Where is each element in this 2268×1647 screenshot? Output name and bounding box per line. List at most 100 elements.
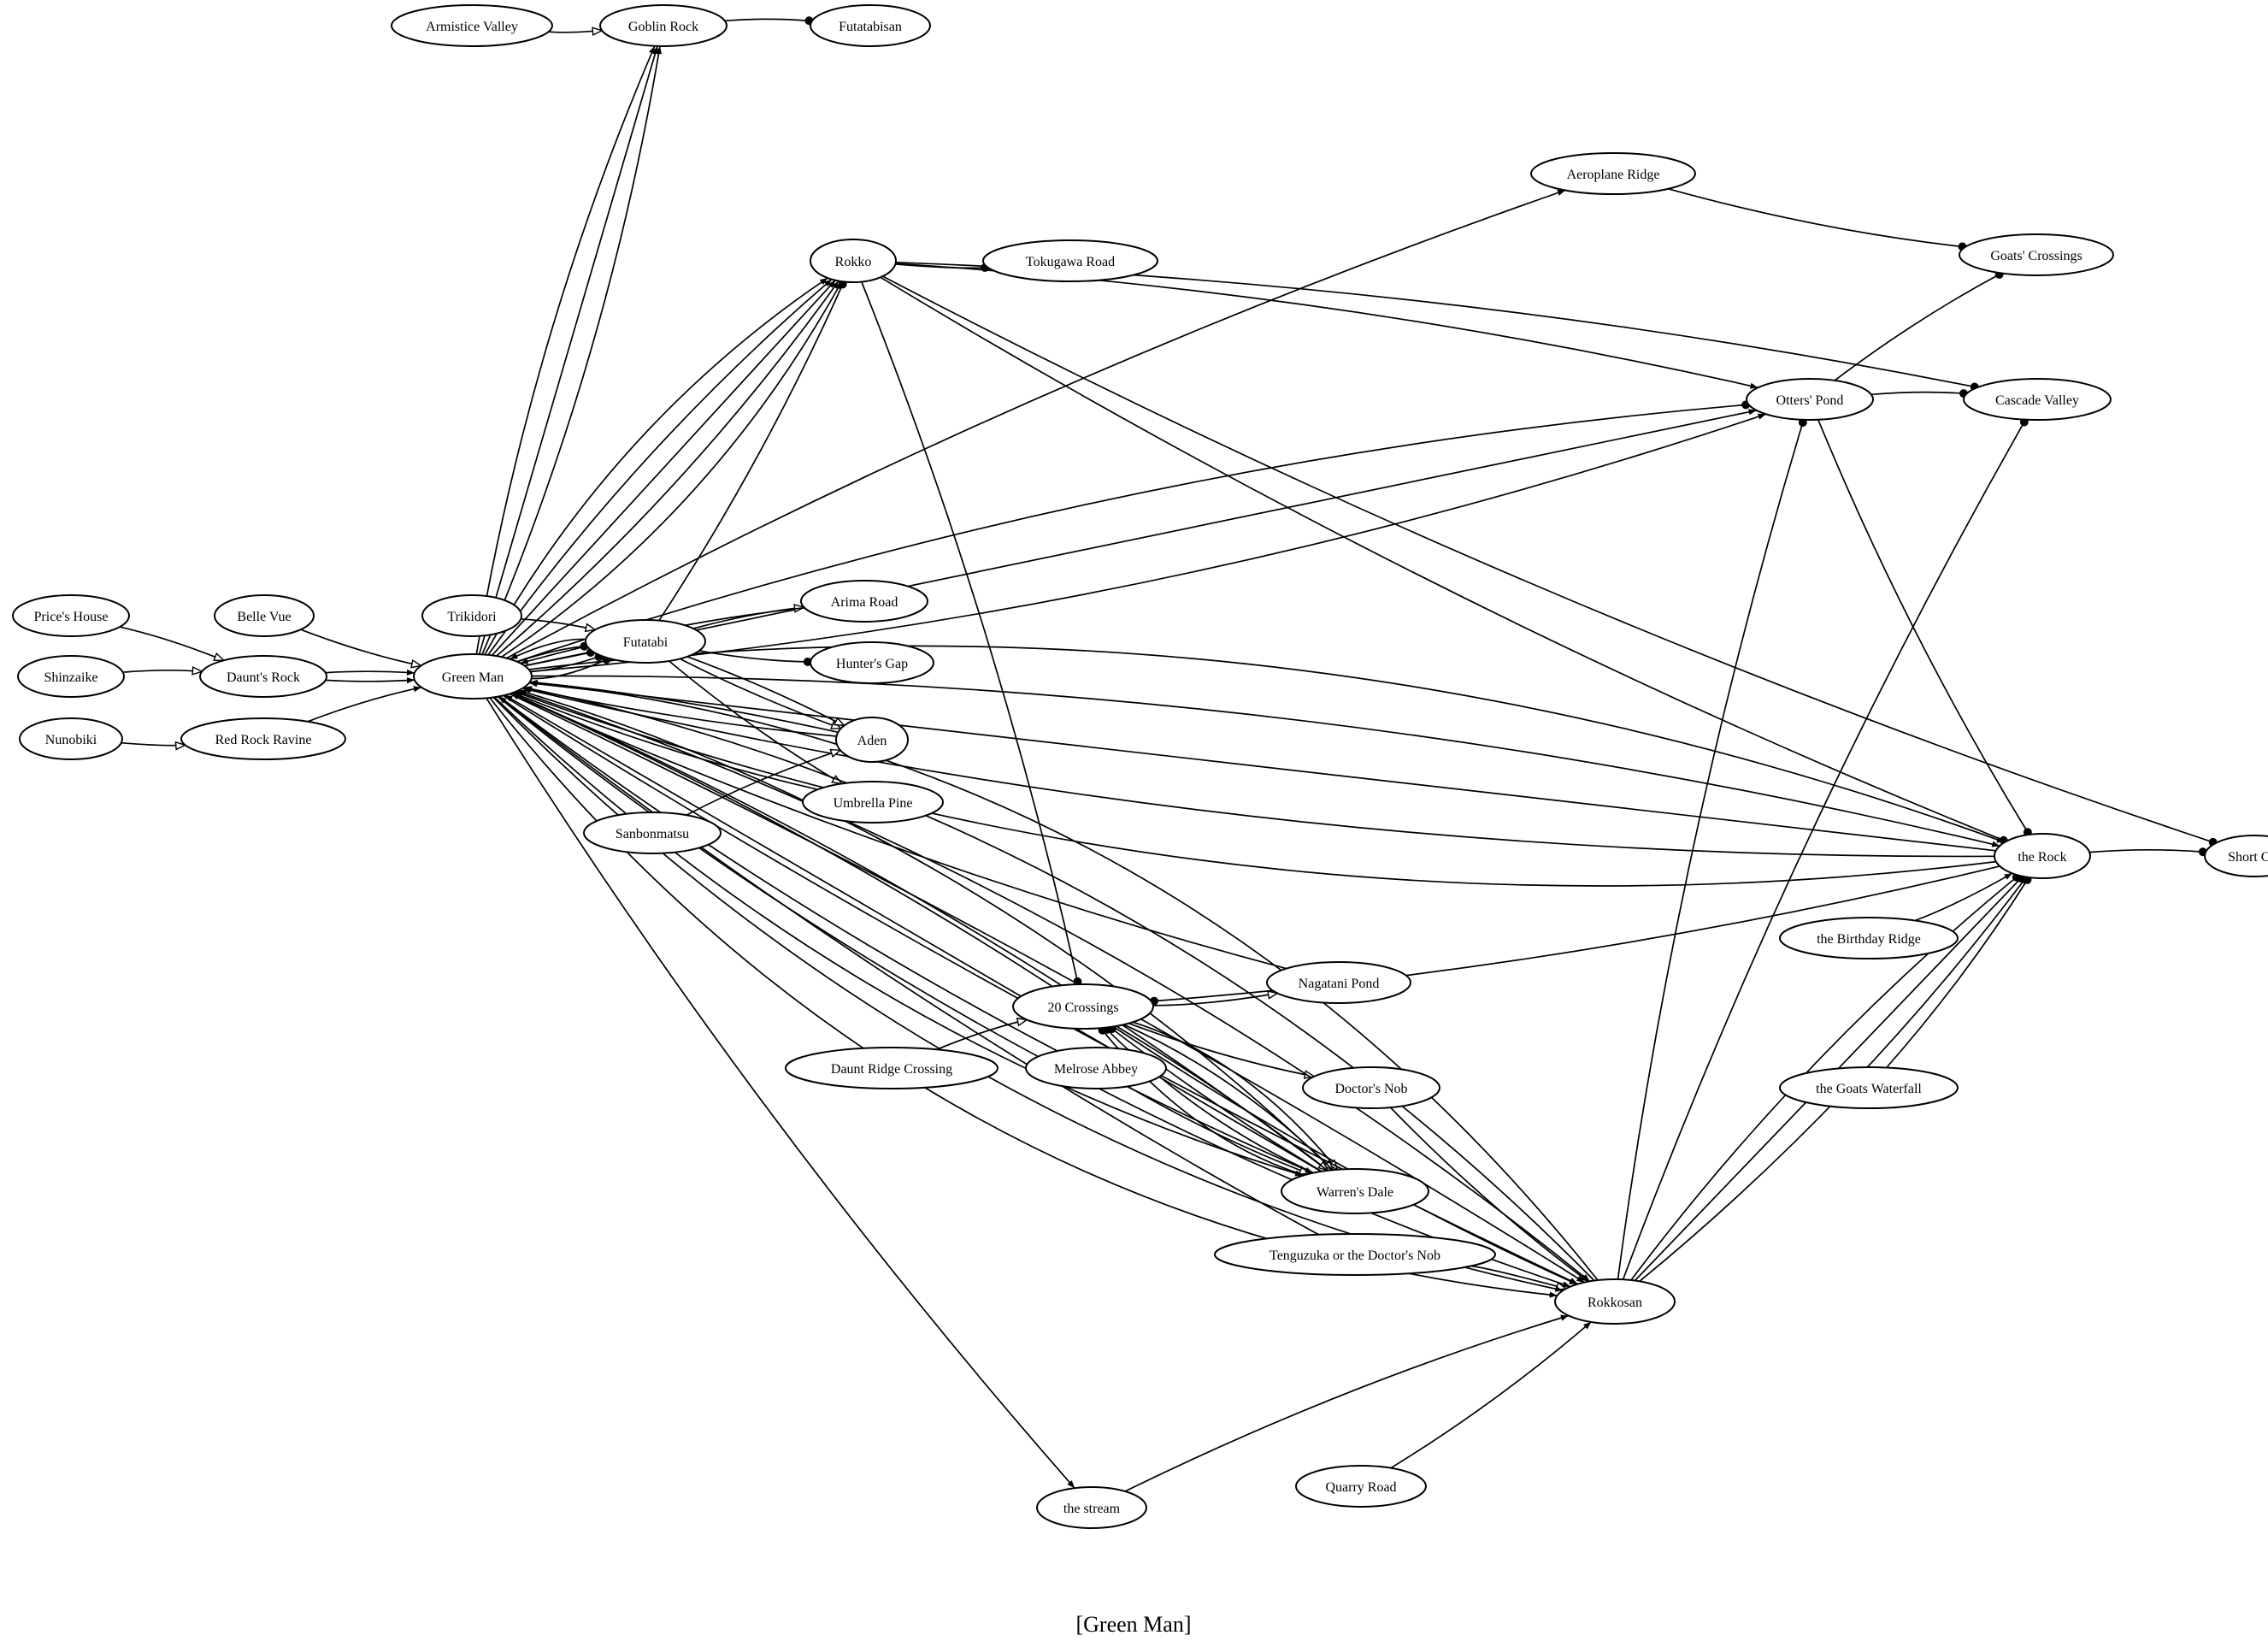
edge-trikidori-to-futatabi [521,617,595,630]
node-doctorsnob-ellipse [1302,1066,1440,1109]
node-umbrella[interactable]: Umbrella Pine [802,781,944,824]
node-therock[interactable]: the Rock [1994,833,2091,879]
node-rokko[interactable]: Rokko [810,239,897,283]
edge-dauntridge-to-c20 [936,1020,1028,1051]
node-birthday[interactable]: the Birthday Ridge [1779,917,1959,959]
edge-greenman-to-rokkosan [497,695,1571,1288]
node-hunters-ellipse [810,641,934,684]
node-otters-label: Otters' Pond [1776,393,1844,408]
node-futatabisan-label: Futatabisan [839,20,902,34]
node-futatabi[interactable]: Futatabi [585,619,706,664]
node-arima[interactable]: Arima Road [800,580,928,623]
node-prices[interactable]: Price's House [12,594,130,637]
node-sanbonmatsu[interactable]: Sanbonmatsu [583,812,722,854]
node-tokugawa[interactable]: Tokugawa Road [982,239,1158,282]
node-aeroplane[interactable]: Aeroplane Ridge [1530,152,1696,195]
edge-rokkosan-to-greenman [523,686,1595,1282]
edge-futatabi-to-greenman [510,638,586,660]
node-rokkosan[interactable]: Rokkosan [1554,1278,1676,1325]
node-otters[interactable]: Otters' Pond [1746,378,1874,421]
node-tokugawa-ellipse [982,239,1158,282]
node-arima-ellipse [800,580,928,623]
node-goatswater[interactable]: the Goats Waterfall [1779,1066,1959,1109]
node-quarry[interactable]: Quarry Road [1295,1465,1427,1508]
edge-armistice-to-goblin [548,31,603,32]
node-daunts[interactable]: Daunt's Rock [199,655,327,698]
node-sanbonmatsu-ellipse [583,812,722,854]
edge-quarry-to-rokkosan [1390,1321,1592,1469]
node-nunobiki-label: Nunobiki [45,733,97,747]
edge-therock-to-greenman [515,691,1996,887]
node-rokkosan-ellipse [1554,1278,1676,1325]
edge-c20-to-greenman [510,693,1053,988]
edge-rokkosan-to-therock [1630,872,2021,1281]
edge-rokko-to-tokugawa [895,263,990,272]
node-goblin[interactable]: Goblin Rock [599,4,728,47]
edge-greenman-to-goblin [481,45,663,655]
edge-aeroplane-to-goats_cross [1668,187,1967,251]
node-goatswater-ellipse [1779,1066,1959,1109]
edge-shinzaike-to-daunts [122,670,203,672]
node-futatabisan[interactable]: Futatabisan [810,4,931,47]
node-cascade[interactable]: Cascade Valley [1963,378,2112,421]
node-rokkosan-label: Rokkosan [1588,1296,1642,1310]
node-shortcut[interactable]: Short Cut [2204,835,2268,877]
node-c20[interactable]: 20 Crossings [1012,983,1154,1030]
node-melrose[interactable]: Melrose Abbey [1025,1047,1167,1089]
node-goats_cross[interactable]: Goats' Crossings [1959,233,2114,276]
node-shinzaike-ellipse [17,655,125,698]
node-therock-label: the Rock [2018,850,2066,865]
edge-futatabi-to-aden [679,658,841,728]
node-stream-label: the stream [1063,1502,1121,1516]
node-redrock[interactable]: Red Rock Ravine [180,717,346,760]
edge-futatabi-to-rokko [658,280,847,622]
node-dauntridge-label: Daunt Ridge Crossing [831,1062,952,1077]
node-trikidori-label: Trikidori [447,610,497,624]
node-shinzaike[interactable]: Shinzaike [17,655,125,698]
node-doctorsnob-label: Doctor's Nob [1334,1082,1407,1096]
edge-greenman-to-rokko [484,277,828,655]
edge-greenman-to-futatabi [524,648,595,667]
node-dauntridge[interactable]: Daunt Ridge Crossing [785,1047,999,1089]
node-nunobiki-ellipse [19,717,123,760]
node-hunters[interactable]: Hunter's Gap [810,641,934,684]
node-nagatani[interactable]: Nagatani Pond [1266,961,1411,1004]
edge-greenman-to-warrens [493,696,1304,1177]
node-umbrella-ellipse [802,781,944,824]
node-armistice[interactable]: Armistice Valley [391,4,553,47]
node-nunobiki[interactable]: Nunobiki [19,717,123,760]
nodes-layer: Armistice Valley Goblin Rock FutatabisanAe… [12,4,2268,1529]
node-shinzaike-label: Shinzaike [44,670,97,685]
node-futatabi-label: Futatabi [623,635,669,650]
edge-warrens-to-c20 [1107,1024,1323,1172]
node-bellevue[interactable]: Belle Vue [214,594,315,637]
node-warrens[interactable]: Warren's Dale [1281,1168,1429,1214]
node-aden[interactable]: Aden [835,717,909,763]
node-daunts-label: Daunt's Rock [227,670,300,685]
edge-therock-to-shortcut [2089,847,2207,857]
node-tenguzuka-ellipse [1214,1233,1496,1276]
node-c20-label: 20 Crossings [1047,1001,1118,1015]
node-tenguzuka[interactable]: Tenguzuka or the Doctor's Nob [1214,1233,1496,1276]
edge-warrens-to-greenman [510,692,1328,1172]
edge-greenman-to-futatabi [530,652,604,673]
edge-rokko-to-otters [895,263,1758,389]
node-trikidori[interactable]: Trikidori [421,594,522,637]
node-hunters-label: Hunter's Gap [836,657,908,671]
edge-otters-to-therock [1817,419,2032,837]
node-futatabisan-ellipse [810,4,931,47]
node-stream[interactable]: the stream [1036,1486,1147,1529]
edge-greenman-to-aeroplane [506,189,1566,659]
node-greenman[interactable]: Green Man [413,653,533,700]
edge-rokkosan-to-cascade [1622,417,2029,1280]
node-arima-label: Arima Road [831,595,898,610]
node-greenman-label: Green Man [442,670,504,685]
node-birthday-label: the Birthday Ridge [1817,932,1921,947]
node-doctorsnob[interactable]: Doctor's Nob [1302,1066,1440,1109]
edge-umbrella-to-greenman [512,692,818,791]
edge-otters-to-cascade [1870,389,1968,398]
edge-c20-to-warrens [1132,1021,1337,1170]
node-goats_cross-label: Goats' Crossings [1990,249,2082,263]
